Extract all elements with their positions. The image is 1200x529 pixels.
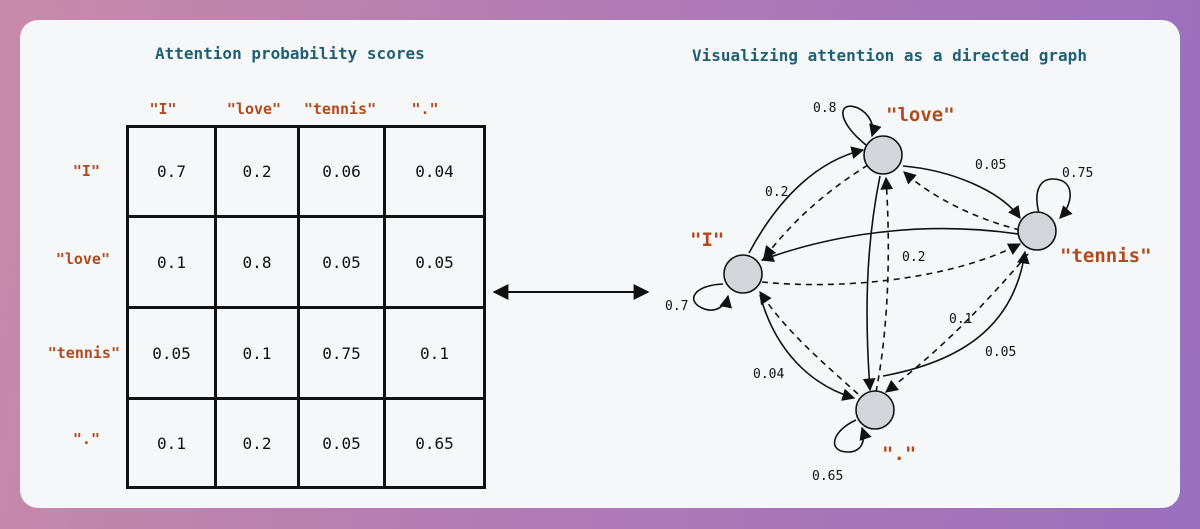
edge-dot-to-I [759, 290, 859, 395]
row-header-I: "I" [72, 162, 100, 180]
col-header-love: "love" [226, 100, 282, 118]
watermark: ⠀⠀⠀⠀⠀⠀⠀⠀⠀⠀⠀ [1058, 505, 1182, 521]
row-header-dot: "." [72, 430, 100, 448]
diagram-card: Attention probability scores "I" "love" … [20, 20, 1180, 508]
node-love [863, 135, 903, 175]
edge-I-to-tennis [761, 243, 1022, 286]
edge-tennis-to-I [760, 227, 1019, 263]
row-header-love: "love" [55, 250, 110, 268]
matrix-cell: 0.2 [217, 128, 300, 218]
attention-graph: "love" "tennis" "I" "." 0.8 0.75 0.7 0.6… [492, 101, 1152, 484]
edge-dot-to-love [875, 176, 894, 393]
edge-label-tennis-love: 0.2 [902, 250, 925, 265]
row-header-tennis: "tennis" [47, 344, 120, 362]
matrix-cell: 0.1 [129, 218, 217, 309]
edge-love-to-I [763, 164, 869, 260]
self-loop-tennis [1036, 178, 1073, 219]
edge-label-dot-tennis: 0.05 [985, 345, 1016, 360]
matrix-cell: 0.75 [300, 309, 386, 400]
node-label-I: "I" [690, 229, 724, 251]
edge-I-to-love [748, 146, 865, 254]
matrix-cell: 0.06 [300, 128, 386, 218]
node-tennis [1017, 211, 1057, 251]
self-loop-dot [833, 419, 872, 453]
edge-tennis-to-love [903, 171, 1021, 231]
matrix-title: Attention probability scores [155, 44, 425, 63]
node-dot [855, 390, 895, 430]
attention-matrix: 0.7 0.2 0.06 0.04 0.1 0.8 0.05 0.05 0.05… [126, 125, 486, 489]
matrix-cell: 0.1 [217, 309, 300, 400]
col-header-tennis: "tennis" [303, 100, 377, 118]
self-loop-love [842, 105, 882, 146]
edge-label-self-I: 0.7 [665, 299, 688, 314]
matrix-cell: 0.05 [300, 400, 386, 486]
col-header-I: "I" [149, 100, 177, 118]
edge-love-to-dot [862, 175, 881, 392]
matrix-cell: 0.05 [300, 218, 386, 309]
edge-label-self-love: 0.8 [813, 101, 836, 116]
edge-label-love-tennis: 0.05 [975, 158, 1006, 173]
self-loop-I [692, 283, 733, 311]
matrix-cell: 0.04 [386, 128, 483, 218]
node-label-dot: "." [882, 443, 916, 465]
edge-label-self-tennis: 0.75 [1062, 166, 1093, 181]
edge-dot-to-tennis [882, 250, 1030, 377]
edge-love-to-tennis [902, 165, 1021, 220]
edge-label-self-dot: 0.65 [812, 469, 843, 484]
matrix-cell: 0.05 [129, 309, 217, 400]
node-I [723, 254, 763, 294]
matrix-cell: 0.65 [415, 433, 454, 453]
col-header-dot: "." [411, 100, 439, 118]
graph-title: Visualizing attention as a directed grap… [692, 46, 1087, 65]
edge-label-tennis-dot: 0.1 [949, 312, 972, 327]
edge-tennis-to-dot [884, 253, 1029, 393]
edge-I-to-dot [759, 294, 856, 401]
node-label-love: "love" [886, 104, 955, 126]
edge-label-I-love: 0.2 [765, 185, 788, 200]
edge-label-I-dot: 0.04 [753, 367, 784, 382]
matrix-cell: 0.8 [217, 218, 300, 309]
matrix-cell: 0.7 [129, 128, 217, 218]
matrix-cell: 0.1 [386, 309, 483, 400]
matrix-cell: 0.1 [129, 400, 217, 486]
node-label-tennis: "tennis" [1060, 245, 1152, 267]
matrix-cell: 0.05 [386, 218, 483, 309]
matrix-cell: 0.2 [217, 400, 300, 486]
